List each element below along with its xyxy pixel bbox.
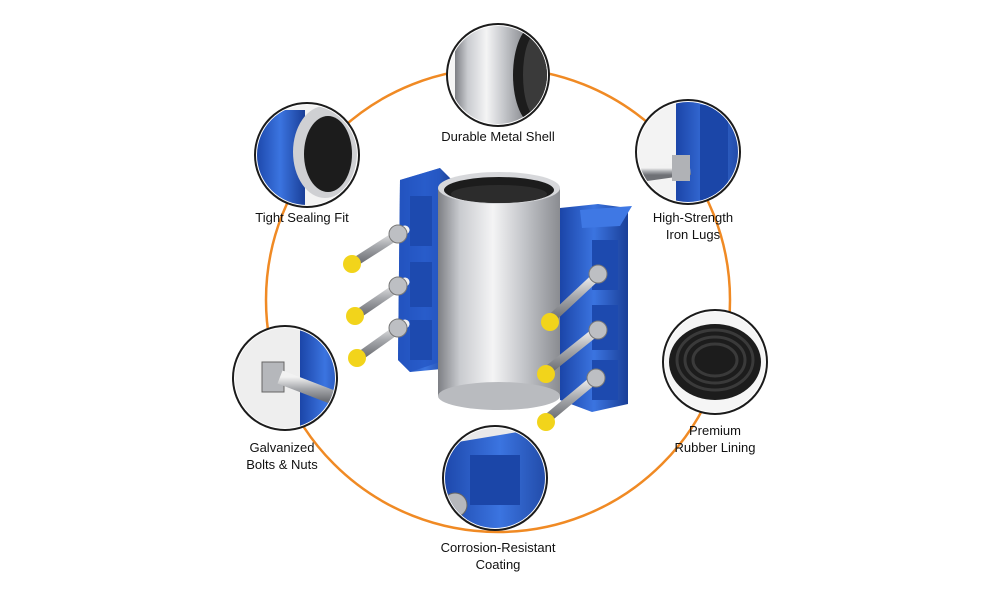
iron-lug-closeup-icon: [635, 99, 741, 205]
coating-closeup-icon: [442, 425, 548, 531]
label-line: Galvanized: [249, 440, 315, 455]
label-durable-metal-shell: Durable Metal Shell: [408, 128, 588, 145]
label-line: Corrosion-Resistant: [440, 540, 556, 555]
label-line: Tight Sealing Fit: [255, 210, 349, 225]
metal-shell-closeup-icon: [446, 23, 550, 127]
label-tight-sealing-fit: Tight Sealing Fit: [212, 209, 392, 226]
label-corrosion-resistant-coating: Corrosion-Resistant Coating: [408, 539, 588, 573]
label-line: Coating: [475, 557, 521, 572]
right-iron-lug: [560, 204, 632, 412]
rubber-lining-closeup-icon: [662, 309, 768, 415]
label-premium-rubber-lining: Premium Rubber Lining: [625, 422, 805, 456]
label-line: Iron Lugs: [665, 227, 721, 242]
pipe-repair-clamp: [343, 168, 632, 431]
metal-shell: [438, 172, 560, 410]
label-line: Bolts & Nuts: [246, 457, 318, 472]
label-line: Durable Metal Shell: [441, 129, 555, 144]
label-line: Rubber Lining: [674, 440, 756, 455]
label-line: High-Strength: [652, 210, 734, 225]
left-bolts: [343, 224, 410, 367]
label-line: Premium: [688, 423, 741, 438]
label-high-strength-iron-lugs: High-Strength Iron Lugs: [603, 209, 783, 243]
bolt-nut-closeup-icon: [232, 325, 338, 431]
sealing-fit-closeup-icon: [254, 102, 360, 208]
label-galvanized-bolts-nuts: Galvanized Bolts & Nuts: [192, 439, 372, 473]
right-bolts: [537, 264, 608, 431]
